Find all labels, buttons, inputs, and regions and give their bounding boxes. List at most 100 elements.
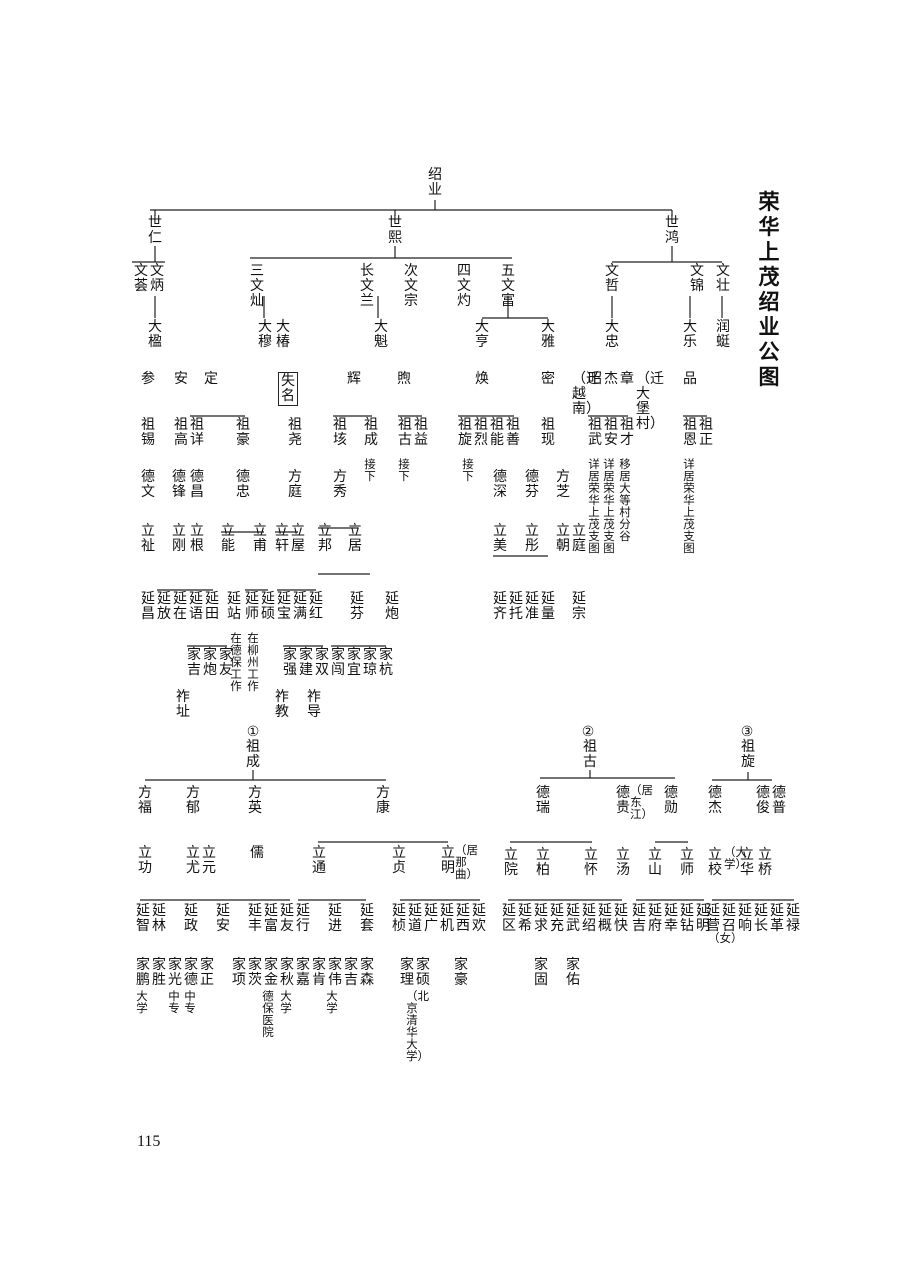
generation-5-name: 祖恩 xyxy=(683,417,697,448)
generation-6-name: 德锋 xyxy=(172,469,186,500)
generation-5-note: 详居荣华上茂支图 xyxy=(683,457,695,555)
generation-8-name: 延红 xyxy=(309,591,323,622)
branch1-g7: 立元 xyxy=(202,845,216,876)
education-note: 大学 xyxy=(136,989,148,1015)
branch1-g9: 家项 xyxy=(232,957,246,988)
branch1-g7: 立功 xyxy=(138,845,152,876)
generation-4-name: 失名 xyxy=(278,372,298,406)
generation-9-name: 家吉 xyxy=(187,647,201,678)
education-note: 德保医院 xyxy=(262,989,274,1039)
generation-5-note: 接下 xyxy=(364,457,376,483)
generation-3-name: 大乐 xyxy=(683,319,697,350)
generation-5-name: 祖能 xyxy=(490,417,504,448)
generation-3-name: 大忠 xyxy=(605,319,619,350)
branch2-g8: 延钻 xyxy=(680,903,694,934)
generation-3-name: 大穆 xyxy=(258,319,272,350)
branch1-g9: 家伟 xyxy=(328,957,342,988)
generation-4-name: 昭 xyxy=(588,371,602,387)
generation-8-name: 延田 xyxy=(205,591,219,622)
generation-2-name: 文壮 xyxy=(716,263,730,294)
branch2-g8: 延快 xyxy=(614,903,628,934)
generation-5-name: 祖锡 xyxy=(141,417,155,448)
generation-6-name: 方庭 xyxy=(288,469,302,500)
branch2-g8: 延吉 xyxy=(632,903,646,934)
generation-5-note: 详居荣华上茂支图 xyxy=(588,457,600,555)
page-number: 115 xyxy=(137,1133,161,1150)
generation-4-name: 参 xyxy=(141,371,155,387)
education-note: 大学 xyxy=(280,989,292,1015)
generation-5-name: 祖尧 xyxy=(288,417,302,448)
branch1-g8: 延桢 xyxy=(392,903,406,934)
generation-2-name: 文哲 xyxy=(605,263,619,294)
generation-2-name: 文炳 xyxy=(150,263,164,294)
generation-8-name: 延硕 xyxy=(261,591,275,622)
generation-4-name: 杰 xyxy=(604,371,618,387)
generation-3-name: 润蜓 xyxy=(716,319,730,350)
branch2-g9: 家固 xyxy=(534,957,548,988)
branch3-g7: 立校 xyxy=(708,847,722,878)
branch1-g8: 延西 xyxy=(456,903,470,934)
branch1-g9: 家豪 xyxy=(454,957,468,988)
gender-note: （女） xyxy=(708,931,743,945)
generation-2-name: 文锦 xyxy=(690,263,704,294)
branch2-son: 德瑞 xyxy=(536,785,550,816)
generation-5-name: 祖武 xyxy=(588,417,602,448)
branch3-g8: 延召 xyxy=(722,903,736,934)
branch2-g8: 延绍 xyxy=(582,903,596,934)
generation-2-name: 次文宗 xyxy=(404,263,418,309)
generation-9-name: 家琼 xyxy=(363,647,377,678)
generation-6-name: 德昌 xyxy=(190,469,204,500)
generation-10-name: 祚导 xyxy=(307,689,321,720)
branch3-son: 德俊 xyxy=(756,785,770,816)
branch1-g9: 家秋 xyxy=(280,957,294,988)
branch1-g8: 延林 xyxy=(152,903,166,934)
branch3-g8: 延营 xyxy=(706,903,720,934)
branch2-g8: 延府 xyxy=(648,903,662,934)
generation-8-name: 延语 xyxy=(189,591,203,622)
branch1-g8: 延富 xyxy=(264,903,278,934)
residence-note: （居东江） xyxy=(630,783,653,821)
branch1-g8: 延道 xyxy=(408,903,422,934)
branch3-g8: 延长 xyxy=(754,903,768,934)
generation-9-name: 家闯 xyxy=(331,647,345,678)
generation-6-name: 方芝 xyxy=(556,469,570,500)
branch2-g7: 立柏 xyxy=(536,847,550,878)
generation-8-name: 延宗 xyxy=(572,591,586,622)
generation-8-name: 延满 xyxy=(293,591,307,622)
branch1-g8: 延机 xyxy=(440,903,454,934)
generation-8-name: 延齐 xyxy=(493,591,507,622)
root-name: 绍业 xyxy=(428,167,442,198)
generation-4-name: 品 xyxy=(683,371,697,387)
generation-8-name: 延量 xyxy=(541,591,555,622)
branch2-g7: 立山 xyxy=(648,847,662,878)
branch1-g9: 家金 xyxy=(264,957,278,988)
generation-5-name: 祖正 xyxy=(699,417,713,448)
generation-5-name: 祖豪 xyxy=(236,417,250,448)
branch1-g8: 延安 xyxy=(216,903,230,934)
generation-3-name: 大椿 xyxy=(276,319,290,350)
branch3-son: 德普 xyxy=(772,785,786,816)
generation-3-name: 大雅 xyxy=(541,319,555,350)
branch1-son: 方康 xyxy=(376,785,390,816)
generation-4-name: 安 xyxy=(174,371,188,387)
branch1-son: 方郁 xyxy=(186,785,200,816)
branch1-g9: 家硕 xyxy=(416,957,430,988)
generation-8-name: 延昌 xyxy=(141,591,155,622)
generation-7-name: 立邦 xyxy=(318,523,332,554)
branch1-g7: 立贞 xyxy=(392,845,406,876)
branch2-g8: 延武 xyxy=(566,903,580,934)
branch1-g8: 延欢 xyxy=(472,903,486,934)
generation-3-name: 大楹 xyxy=(148,319,162,350)
generation-10-name: 祚址 xyxy=(176,689,190,720)
generation-7-name: 立庭 xyxy=(572,523,586,554)
education-note: 大学 xyxy=(326,989,338,1015)
branch2-son: 德贵 xyxy=(616,785,630,816)
branch2-g8: 延充 xyxy=(550,903,564,934)
generation-4-name: 密 xyxy=(541,371,555,387)
branch1-g8: 延智 xyxy=(136,903,150,934)
branch-marker: ③ xyxy=(740,724,754,740)
branch3-g7: 立华 xyxy=(740,847,754,878)
generation-7-name: 立朝 xyxy=(556,523,570,554)
branch2-g7: 立师 xyxy=(680,847,694,878)
